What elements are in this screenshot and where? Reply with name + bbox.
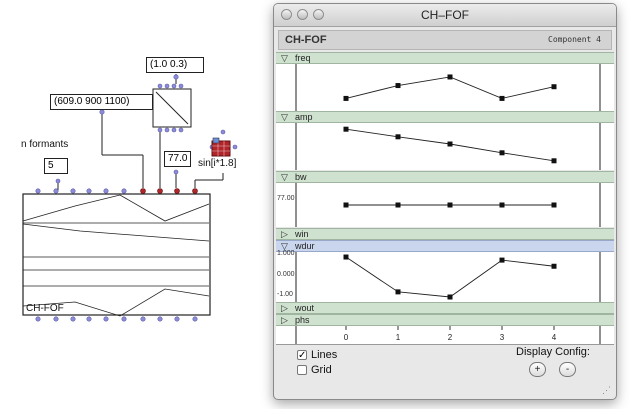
window-title: CH–FOF: [421, 8, 469, 22]
bpf-point-amp-3[interactable]: [499, 150, 505, 156]
x-tick-label: 4: [552, 333, 557, 342]
editor-name: CH-FOF: [285, 34, 327, 46]
x-tick-label: 1: [396, 333, 401, 342]
zoom-window-button[interactable]: [313, 9, 324, 20]
ch-fof-object-box[interactable]: [23, 194, 210, 315]
close-window-button[interactable]: [281, 9, 292, 20]
bpf-point-amp-4[interactable]: [551, 158, 557, 164]
minimize-window-button[interactable]: [297, 9, 308, 20]
component-indicator: Component 4: [548, 35, 601, 44]
bpf-point-bw-2[interactable]: [447, 202, 453, 208]
bpf-point-wdur-3[interactable]: [499, 257, 505, 263]
band-label: bw: [295, 172, 307, 182]
bpf-point-wdur-2[interactable]: [447, 294, 453, 300]
resize-grip-icon[interactable]: ⋰: [602, 385, 611, 395]
band-amp[interactable]: ▽ amp: [276, 111, 614, 123]
bpf-point-amp-2[interactable]: [447, 141, 453, 147]
list-box-pair[interactable]: (1.0 0.3): [146, 57, 204, 73]
band-bw[interactable]: ▽ bw: [276, 171, 614, 183]
list-box-freqs[interactable]: (609.0 900 1100): [50, 94, 153, 110]
grid-checkbox[interactable]: [297, 365, 307, 375]
series-line-freq: [345, 76, 555, 99]
plot-freq[interactable]: [276, 64, 614, 111]
band-wdur[interactable]: ▽ wdur: [276, 240, 614, 252]
bpf-point-freq-1[interactable]: [395, 83, 401, 89]
wdur-axis-min: -1.00: [277, 291, 293, 298]
sin-expression-label: sin[i*1.8]: [198, 158, 237, 169]
editor-header: CH-FOF Component 4: [278, 30, 612, 50]
display-config-label: Display Config:: [516, 346, 590, 358]
bw-axis-label: 77.00: [277, 195, 295, 202]
band-phs[interactable]: ▷ phs: [276, 314, 614, 326]
display-config-plus-button[interactable]: +: [529, 362, 546, 377]
disclosure-right-icon[interactable]: ▷: [281, 229, 288, 239]
bpf-point-amp-0[interactable]: [343, 126, 349, 132]
disclosure-down-icon[interactable]: ▽: [281, 172, 288, 182]
band-label: wdur: [295, 241, 315, 251]
bpf-point-amp-1[interactable]: [395, 134, 401, 140]
n-formants-label: n formants: [21, 139, 69, 150]
plot-wdur[interactable]: [276, 252, 614, 302]
band-label: wout: [295, 303, 315, 313]
number-box-formants[interactable]: 5: [44, 158, 68, 174]
bpf-point-freq-2[interactable]: [447, 74, 453, 80]
bpf-point-wdur-1[interactable]: [395, 289, 401, 295]
lines-checkbox[interactable]: ✓: [297, 350, 307, 361]
number-box-bw[interactable]: 77.0: [164, 151, 191, 167]
disclosure-down-icon[interactable]: ▽: [281, 53, 288, 63]
band-label: phs: [295, 315, 310, 325]
disclosure-right-icon[interactable]: ▷: [281, 303, 288, 313]
bpf-point-freq-4[interactable]: [551, 84, 557, 90]
bpf-charts: 0 1 2 3 4: [295, 64, 601, 344]
disclosure-down-icon[interactable]: ▽: [281, 241, 288, 251]
band-label: amp: [295, 112, 313, 122]
display-config-minus-button[interactable]: -: [559, 362, 576, 377]
bpf-point-bw-1[interactable]: [395, 202, 401, 208]
patch-connections: [22, 74, 238, 322]
ch-fof-editor-window: CH–FOF CH-FOF Component 4 ▽ freq ▽ amp ▽…: [273, 3, 617, 400]
bpf-point-freq-3[interactable]: [499, 95, 505, 101]
band-win[interactable]: ▷ win: [276, 228, 614, 240]
band-freq[interactable]: ▽ freq: [276, 52, 614, 64]
bpf-point-bw-3[interactable]: [499, 202, 505, 208]
band-label: win: [295, 229, 309, 239]
plot-amp[interactable]: [276, 123, 614, 170]
bpf-point-bw-0[interactable]: [343, 202, 349, 208]
bpf-point-wdur-4[interactable]: [551, 263, 557, 269]
wdur-axis-max: 1.000: [277, 250, 295, 257]
disclosure-down-icon[interactable]: ▽: [281, 112, 288, 122]
band-wout[interactable]: ▷ wout: [276, 302, 614, 314]
series-line-wdur: [345, 256, 555, 298]
bpf-point-freq-0[interactable]: [343, 95, 349, 101]
grid-label: Grid: [311, 364, 332, 376]
bpf-point-bw-4[interactable]: [551, 202, 557, 208]
x-tick-label: 2: [448, 333, 453, 342]
bpf-point-wdur-0[interactable]: [343, 254, 349, 260]
window-titlebar[interactable]: CH–FOF: [274, 4, 616, 27]
ch-fof-object-label: CH-FOF: [26, 303, 64, 314]
x-tick-label: 0: [344, 333, 349, 342]
x-ruler: [276, 326, 614, 345]
lisp-function-icon[interactable]: [212, 141, 230, 156]
disclosure-right-icon[interactable]: ▷: [281, 315, 288, 325]
wdur-axis-mid: 0.000: [277, 271, 295, 278]
lines-label: Lines: [311, 349, 338, 361]
band-label: freq: [295, 53, 311, 63]
x-tick-label: 3: [500, 333, 505, 342]
